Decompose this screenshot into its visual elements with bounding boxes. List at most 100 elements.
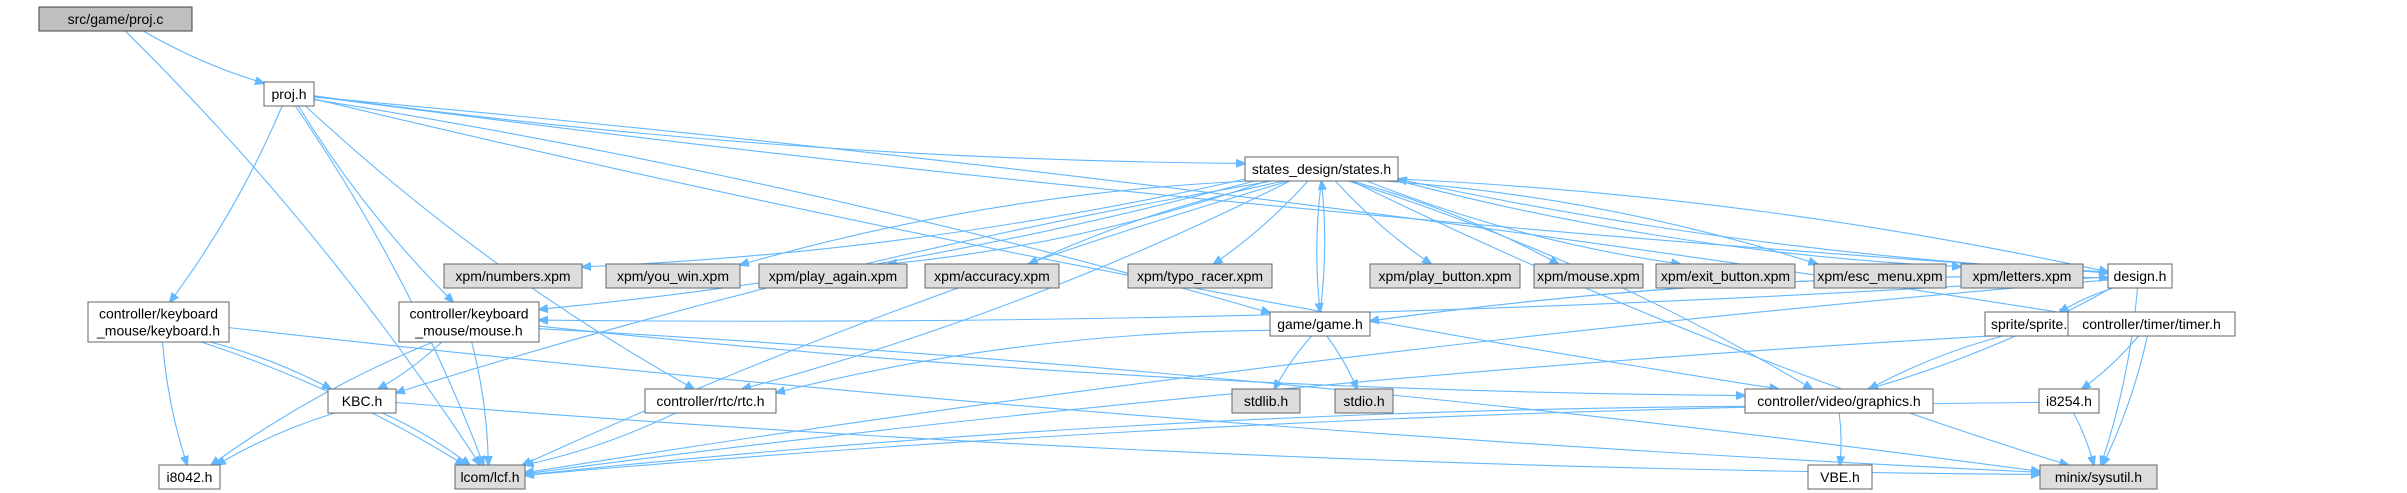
node-label: xpm/exit_button.xpm (1661, 268, 1790, 284)
node-label: controller/timer/timer.h (2082, 316, 2220, 332)
edge-root-to-lcf (124, 30, 480, 465)
edge-design-to-sysutil (2101, 287, 2139, 465)
node-game[interactable]: game/game.h (1269, 311, 1371, 337)
edge-states-to-xpm_playbtn (1334, 180, 1431, 264)
edge-kbd-to-i8042 (161, 341, 188, 465)
edge-mouse-to-i8042 (211, 341, 434, 465)
node-i8254[interactable]: i8254.h (2038, 388, 2100, 414)
edge-kbc-to-i8042 (217, 412, 335, 465)
node-xpm-accuracy[interactable]: xpm/accuracy.xpm (924, 263, 1060, 289)
node-label: xpm/play_again.xpm (769, 268, 897, 284)
edge-mouse-to-sysutil (538, 328, 2040, 472)
node-xpm-playagain[interactable]: xpm/play_again.xpm (758, 263, 908, 289)
node-rtc[interactable]: controller/rtc/rtc.h (644, 388, 777, 414)
edge-design-to-graphics (1868, 287, 2112, 389)
node-label: states_design/states.h (1252, 161, 1391, 177)
edge-graphics-to-lcf (525, 405, 1746, 475)
node-box (605, 263, 741, 289)
node-xpm-numbers[interactable]: xpm/numbers.xpm (443, 263, 583, 289)
node-label: game/game.h (1277, 316, 1363, 332)
node-xpm-esc[interactable]: xpm/esc_menu.xpm (1813, 263, 1947, 289)
node-label: src/game/proj.c (68, 11, 164, 27)
edge-game-to-stdio (1326, 335, 1357, 389)
node-box (2067, 311, 2236, 337)
edge-states-to-xpm_letters (1397, 180, 1961, 267)
node-sprite[interactable]: sprite/sprite.h (1984, 311, 2082, 337)
node-label: _mouse/keyboard.h (96, 323, 220, 339)
node-kbd[interactable]: controller/keyboard_mouse/keyboard.h (87, 301, 230, 343)
node-box (1813, 263, 1947, 289)
node-box (1533, 263, 1644, 289)
node-xpm-typo[interactable]: xpm/typo_racer.xpm (1127, 263, 1273, 289)
node-design[interactable]: design.h (2107, 263, 2173, 289)
node-sysutil[interactable]: minix/sysutil.h (2039, 464, 2158, 490)
node-proj[interactable]: proj.h (263, 81, 315, 107)
node-box (2039, 464, 2158, 490)
node-box (398, 301, 540, 343)
node-box (1369, 263, 1521, 289)
edge-proj-to-lcf (294, 105, 483, 465)
node-i8042[interactable]: i8042.h (158, 464, 221, 490)
node-xpm-exit[interactable]: xpm/exit_button.xpm (1655, 263, 1796, 289)
node-label: _mouse/mouse.h (414, 323, 522, 339)
node-xpm-youwin[interactable]: xpm/you_win.xpm (605, 263, 741, 289)
edge-proj-to-rtc (305, 105, 694, 389)
edge-states-to-xpm_mouse (1351, 180, 1558, 264)
edge-states-to-mouse (539, 180, 1255, 309)
node-box (1269, 311, 1371, 337)
node-label: minix/sysutil.h (2055, 469, 2142, 485)
edge-states-to-xpm_accuracy (1029, 180, 1285, 264)
edge-states-to-design (1397, 178, 2108, 272)
edge-game-to-rtc (776, 329, 1271, 392)
node-label: xpm/typo_racer.xpm (1137, 268, 1263, 284)
edge-states-to-sysutil (1351, 180, 2068, 465)
node-stdio[interactable]: stdio.h (1334, 388, 1394, 414)
node-label: controller/video/graphics.h (1757, 393, 1920, 409)
node-label: xpm/accuracy.xpm (934, 268, 1050, 284)
node-states[interactable]: states_design/states.h (1244, 156, 1399, 182)
node-xpm-playbtn[interactable]: xpm/play_button.xpm (1369, 263, 1521, 289)
node-label: stdlib.h (1244, 393, 1288, 409)
node-graphics[interactable]: controller/video/graphics.h (1744, 388, 1934, 414)
node-box (454, 464, 526, 490)
edge-states-to-xpm_youwin (740, 180, 1249, 265)
edge-proj-to-mouse (298, 105, 453, 302)
node-root[interactable]: src/game/proj.c (38, 6, 193, 32)
node-label: stdio.h (1343, 393, 1384, 409)
node-box (1334, 388, 1394, 414)
edge-proj-to-kbd (170, 105, 283, 302)
node-xpm-mouse[interactable]: xpm/mouse.xpm (1533, 263, 1644, 289)
edge-root-to-proj (142, 30, 264, 83)
edge-states-to-xpm_playagain (888, 180, 1267, 264)
node-label: controller/rtc/rtc.h (656, 393, 764, 409)
node-label: controller/keyboard (99, 306, 218, 322)
node-box (1960, 263, 2084, 289)
node-box (644, 388, 777, 414)
edge-states-to-rtc (742, 180, 1291, 389)
node-xpm-letters[interactable]: xpm/letters.xpm (1960, 263, 2084, 289)
node-label: xpm/numbers.xpm (455, 268, 570, 284)
node-box (924, 263, 1060, 289)
edge-kbd-to-kbc (209, 341, 331, 389)
edge-graphics-to-vbe (1839, 412, 1841, 465)
node-box (1744, 388, 1934, 414)
node-stdlib[interactable]: stdlib.h (1231, 388, 1301, 414)
edge-sprite-to-graphics (1869, 335, 2003, 389)
node-mouse[interactable]: controller/keyboard_mouse/mouse.h (398, 301, 540, 343)
node-kbc[interactable]: KBC.h (327, 388, 397, 414)
edge-states-to-game (1317, 180, 1322, 312)
edge-states-to-xpm_numbers (582, 178, 1246, 267)
node-box (1231, 388, 1301, 414)
node-label: proj.h (271, 86, 306, 102)
node-timer[interactable]: controller/timer/timer.h (2067, 311, 2236, 337)
edge-states-to-xpm_esc (1384, 180, 1817, 264)
edge-rtc-to-lcf (525, 412, 676, 465)
node-box (2038, 388, 2100, 414)
edge-timer-to-i8254 (2082, 335, 2140, 389)
edge-proj-to-graphics (313, 98, 1778, 389)
node-vbe[interactable]: VBE.h (1807, 464, 1873, 490)
edge-states-to-xpm_exit (1366, 180, 1680, 264)
node-lcf[interactable]: lcom/lcf.h (454, 464, 526, 490)
node-label: xpm/esc_menu.xpm (1817, 268, 1942, 284)
edge-design-to-lcf (525, 279, 2109, 473)
